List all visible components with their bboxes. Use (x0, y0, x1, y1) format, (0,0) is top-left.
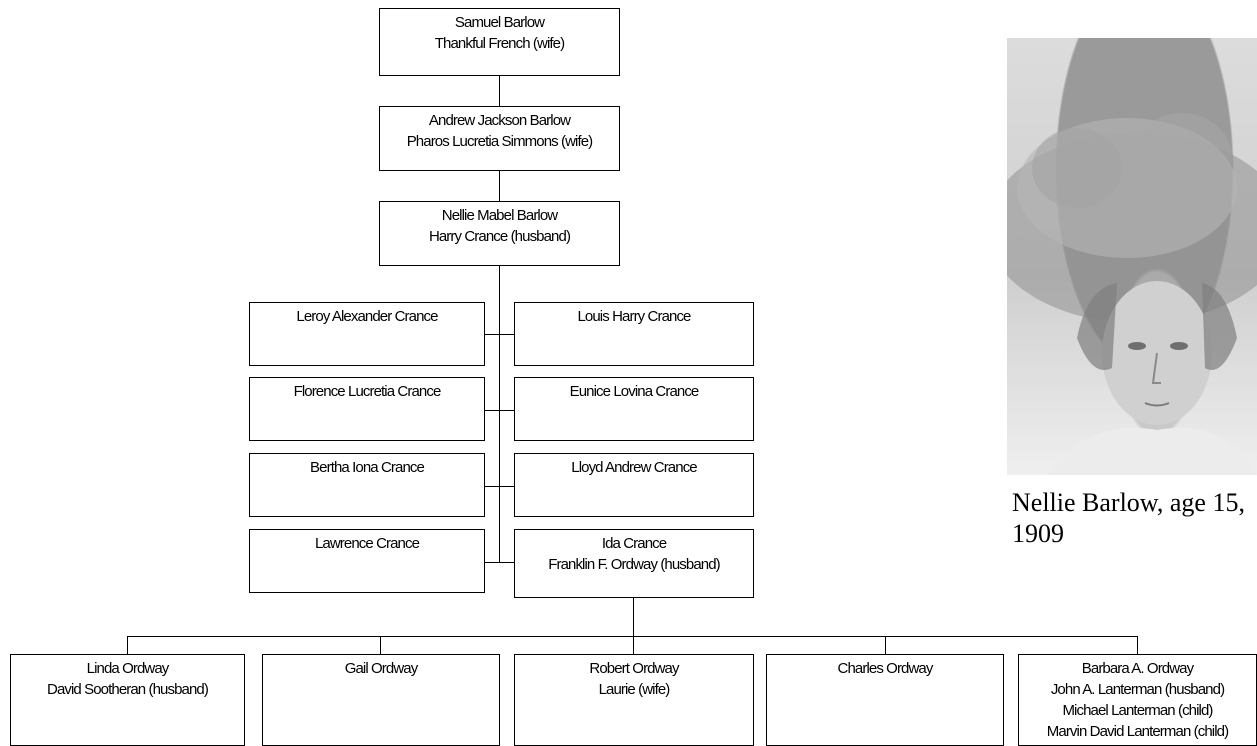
child-name: Ida Crance (601, 535, 667, 552)
child-name: Lawrence Crance (314, 535, 420, 552)
grandchild-name: Gail Ordway (344, 660, 419, 677)
child-box: Bertha Iona Crance (249, 453, 485, 517)
grandchild-box: Gail Ordway (262, 654, 500, 746)
spouse-name: David Sootheran (husband) (47, 681, 209, 698)
child-of-grandchild: Marvin David Lanterman (child) (1046, 723, 1229, 740)
child-box: Leroy Alexander Crance (249, 302, 485, 366)
portrait-photo (1007, 38, 1257, 475)
spouse-name: Franklin F. Ordway (husband) (548, 556, 720, 573)
person-box-gen1: Samuel Barlow Thankful French (wife) (379, 8, 620, 76)
child-box: Florence Lucretia Crance (249, 377, 485, 441)
spouse-name: Harry Crance (husband) (428, 228, 571, 245)
child-name: Leroy Alexander Crance (296, 308, 438, 325)
person-name: Samuel Barlow (454, 14, 545, 31)
child-box: Lawrence Crance (249, 529, 485, 593)
person-name: Nellie Mabel Barlow (441, 207, 558, 224)
connector-line (485, 562, 514, 563)
connector-line (633, 598, 634, 636)
photo-caption: Nellie Barlow, age 15, 1909 (1012, 488, 1245, 548)
child-name: Lloyd Andrew Crance (571, 459, 697, 476)
connector-line (485, 410, 514, 411)
portrait-illustration (1007, 113, 1257, 475)
grandchild-box: Linda Ordway David Sootheran (husband) (10, 654, 245, 746)
person-box-gen3: Nellie Mabel Barlow Harry Crance (husban… (379, 201, 620, 266)
grandchild-name: Barbara A. Ordway (1081, 660, 1194, 677)
grandchild-box: Robert Ordway Laurie (wife) (514, 654, 754, 746)
child-box: Eunice Lovina Crance (514, 377, 754, 441)
connector-line (485, 334, 514, 335)
child-name: Florence Lucretia Crance (293, 383, 442, 400)
child-box: Louis Harry Crance (514, 302, 754, 366)
spouse-name: Laurie (wife) (598, 681, 671, 698)
person-box-gen2: Andrew Jackson Barlow Pharos Lucretia Si… (379, 106, 620, 171)
connector-line (499, 171, 500, 201)
connector-line (380, 636, 381, 654)
grandchild-name: Charles Ordway (837, 660, 934, 677)
spouse-name: Pharos Lucretia Simmons (wife) (406, 133, 593, 150)
connector-line (127, 636, 128, 654)
person-name: Andrew Jackson Barlow (428, 112, 571, 129)
child-name: Bertha Iona Crance (310, 459, 425, 476)
child-box: Ida Crance Franklin F. Ordway (husband) (514, 529, 754, 598)
connector-line (485, 486, 514, 487)
connector-line (633, 636, 634, 654)
connector-line (885, 636, 886, 654)
grandchild-box: Barbara A. Ordway John A. Lanterman (hus… (1018, 654, 1257, 746)
spouse-name: Thankful French (wife) (434, 35, 565, 52)
connector-line (499, 266, 500, 562)
child-of-grandchild: Michael Lanterman (child) (1062, 702, 1213, 719)
grandchild-name: Linda Ordway (86, 660, 170, 677)
connector-line (127, 636, 1138, 637)
grandchild-name: Robert Ordway (589, 660, 679, 677)
child-name: Louis Harry Crance (577, 308, 691, 325)
connector-line (1137, 636, 1138, 654)
spouse-name: John A. Lanterman (husband) (1050, 681, 1225, 698)
grandchild-box: Charles Ordway (766, 654, 1004, 746)
child-box: Lloyd Andrew Crance (514, 453, 754, 517)
child-name: Eunice Lovina Crance (569, 383, 700, 400)
connector-line (499, 76, 500, 106)
